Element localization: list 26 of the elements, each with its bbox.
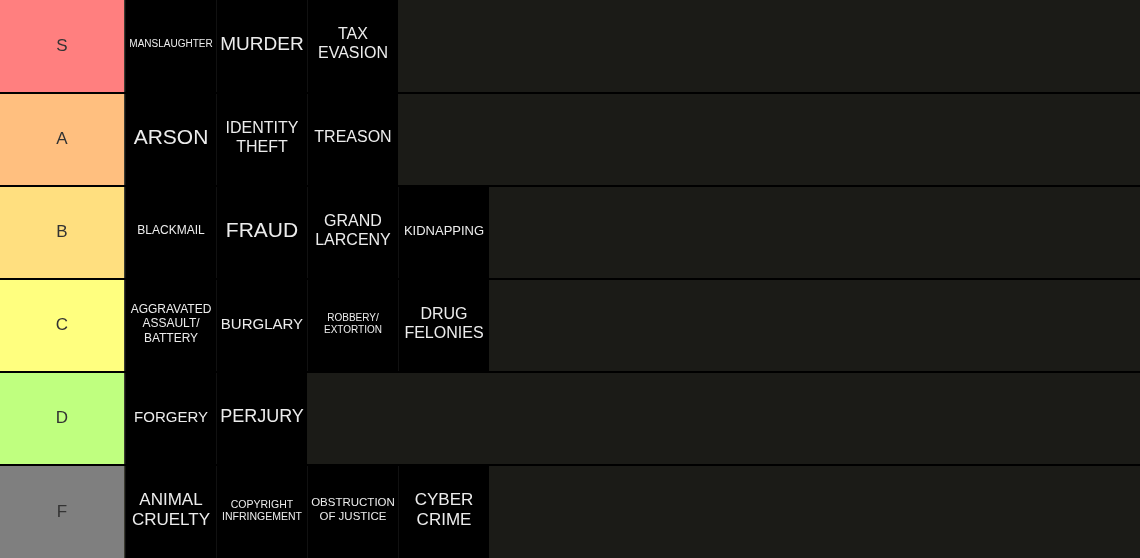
tier-label: C	[0, 280, 125, 371]
item-tile: ANIMAL CRUELTY	[125, 466, 216, 558]
item-tile: PERJURY	[216, 373, 307, 464]
item-tile: KIDNAPPING	[398, 187, 489, 278]
item-tile: MANSLAUGHTER	[125, 0, 216, 92]
item-tile: GRAND LARCENY	[307, 187, 398, 278]
tier-label: A	[0, 94, 125, 185]
item-tile: OBSTRUCTION OF JUSTICE	[307, 466, 398, 558]
item-tile: MURDER	[216, 0, 307, 92]
item-tile: BURGLARY	[216, 280, 307, 371]
tier-label: F	[0, 466, 125, 558]
tier-label: B	[0, 187, 125, 278]
item-tile: TREASON	[307, 94, 398, 185]
item-tile: ARSON	[125, 94, 216, 185]
tier-label: D	[0, 373, 125, 464]
item-tile: CYBER CRIME	[398, 466, 489, 558]
item-tile: ROBBERY/ EXTORTION	[307, 280, 398, 371]
item-tile: FRAUD	[216, 187, 307, 278]
item-tile: FORGERY	[125, 373, 216, 464]
item-tile: COPYRIGHT INFRINGEMENT	[216, 466, 307, 558]
item-tile: IDENTITY THEFT	[216, 94, 307, 185]
item-tile: BLACKMAIL	[125, 187, 216, 278]
tier-label: S	[0, 0, 125, 92]
item-tile: AGGRAVATED ASSAULT/ BATTERY	[125, 280, 216, 371]
item-tile: TAX EVASION	[307, 0, 398, 92]
item-tile: DRUG FELONIES	[398, 280, 489, 371]
